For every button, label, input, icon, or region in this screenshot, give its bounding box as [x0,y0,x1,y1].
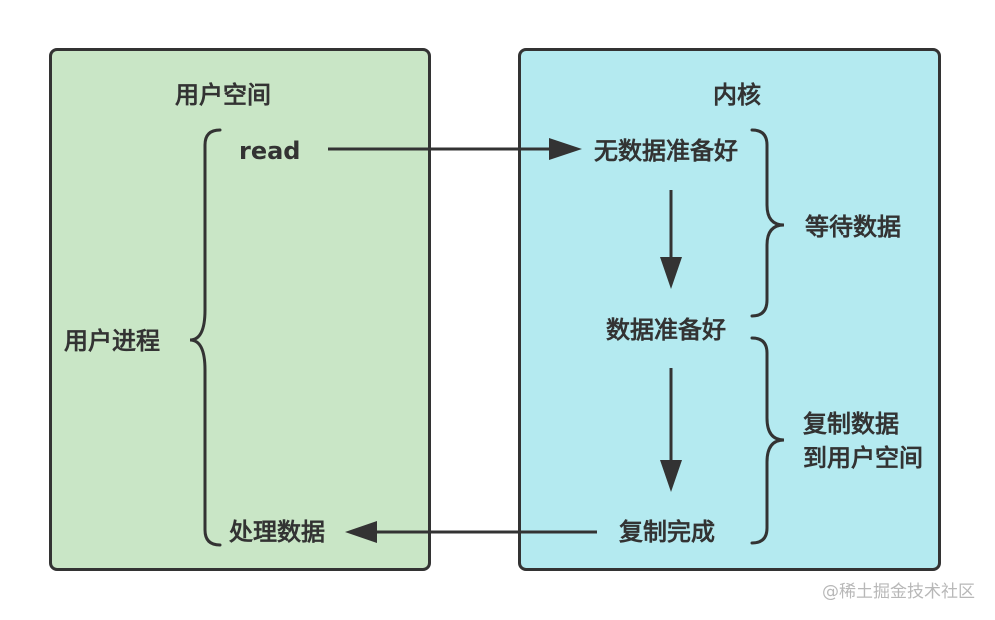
copy-data-label: 复制数据 到用户空间 [803,408,923,475]
process-data-label: 处理数据 [229,518,325,546]
copy-data-label-line1: 复制数据 [803,410,899,438]
copy-data-brace [750,336,785,545]
wait-data-label: 等待数据 [805,213,901,241]
kernel-panel [518,48,941,571]
data-ready-label: 数据准备好 [606,316,726,344]
user-space-title: 用户空间 [175,81,271,109]
no-data-ready-label: 无数据准备好 [594,137,738,165]
user-process-label: 用户进程 [64,327,160,355]
copy-done-label: 复制完成 [619,518,715,546]
arrow-copy-to-user-head [345,521,377,543]
arrow-copy-down-head [660,460,682,492]
copy-data-label-line2: 到用户空间 [803,443,923,472]
arrow-wait-down-head [660,257,682,289]
user-space-panel [49,48,431,571]
arrow-read-to-kernel-head [549,138,582,160]
watermark-text: @稀土掘金技术社区 [822,582,975,602]
user-process-brace [189,128,222,547]
wait-data-brace [750,128,785,318]
read-label: read [239,137,301,165]
kernel-title: 内核 [713,81,761,109]
